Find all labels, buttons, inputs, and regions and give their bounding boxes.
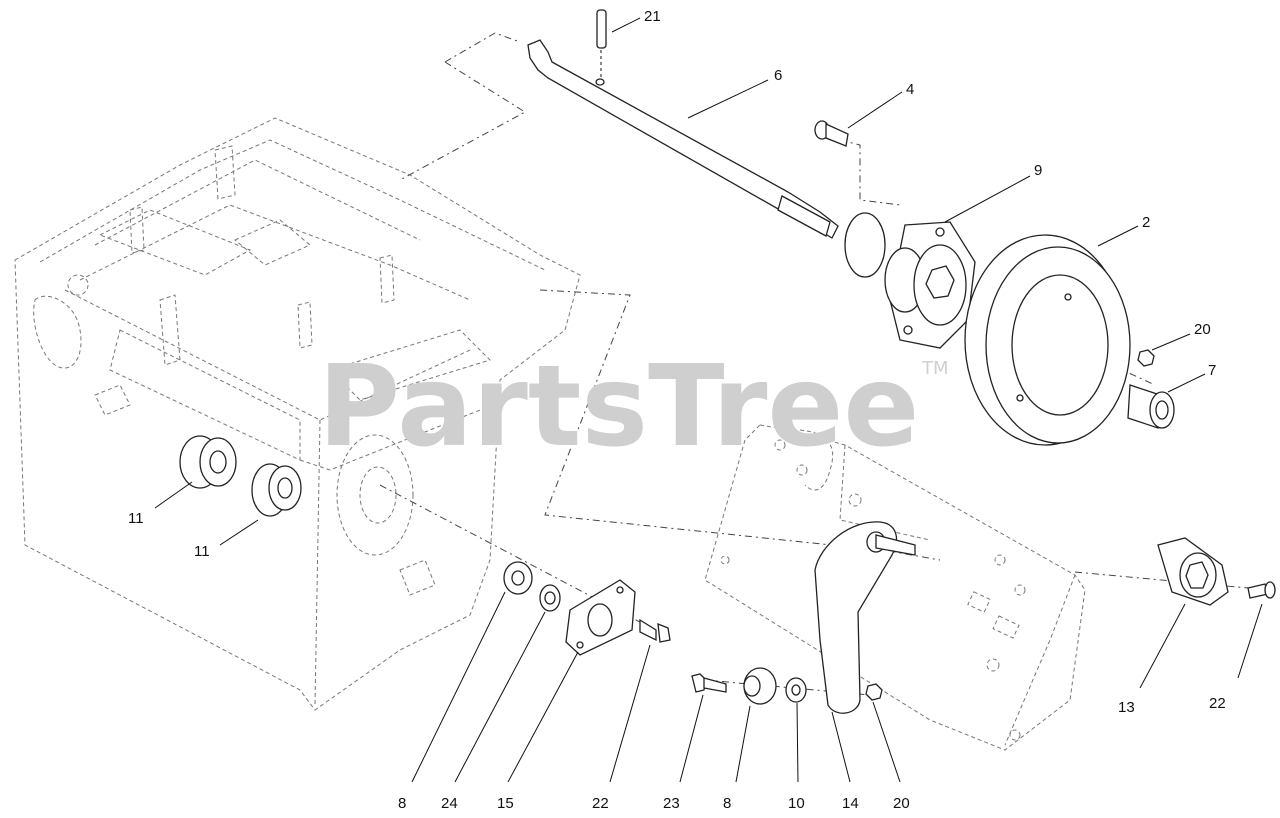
callout-15: 15 xyxy=(497,795,514,812)
hex-nut-lower xyxy=(865,683,883,701)
flange-plate xyxy=(565,579,636,656)
hex-nut-upper xyxy=(1137,349,1155,367)
watermark: PartsTree TM xyxy=(318,342,949,472)
callout-23: 23 xyxy=(663,795,680,812)
callout-20-upper: 20 xyxy=(1194,321,1211,338)
callout-10: 10 xyxy=(788,795,805,812)
bearing-flange xyxy=(844,212,976,349)
washer xyxy=(539,584,561,612)
callout-8-left: 8 xyxy=(398,795,406,812)
bearing-left xyxy=(503,561,533,595)
leader-lines xyxy=(154,17,1263,783)
callout-4: 4 xyxy=(906,81,914,98)
drive-shaft xyxy=(527,39,839,239)
callout-9: 9 xyxy=(1034,162,1042,179)
bracket-plate xyxy=(704,424,1086,751)
flange-bolt-right xyxy=(1247,581,1276,599)
callout-22-right: 22 xyxy=(1209,695,1226,712)
callout-11-right: 11 xyxy=(194,543,210,560)
callout-labels: 21 6 4 9 2 20 7 11 11 13 22 8 24 15 22 2… xyxy=(128,8,1226,812)
callout-13: 13 xyxy=(1118,699,1135,716)
bushing-left xyxy=(179,435,237,489)
callout-22-bottom: 22 xyxy=(592,795,609,812)
idler-arm xyxy=(814,521,916,714)
housing-frame xyxy=(14,117,581,711)
callout-14: 14 xyxy=(842,795,859,812)
flange-bolt xyxy=(639,618,671,643)
callout-11-left: 11 xyxy=(128,510,144,527)
bearing-right xyxy=(743,667,777,705)
callout-2: 2 xyxy=(1142,214,1150,231)
bushing-right xyxy=(251,463,302,517)
drive-gear xyxy=(1127,384,1175,429)
pulley-wheel xyxy=(964,234,1131,446)
watermark-text: PartsTree xyxy=(318,342,919,472)
spacer xyxy=(785,677,807,703)
callout-8-right: 8 xyxy=(723,795,731,812)
arm-bolt xyxy=(691,673,727,693)
flange-bearing-right xyxy=(1157,537,1229,606)
callout-7: 7 xyxy=(1208,362,1216,379)
callout-21: 21 xyxy=(644,8,661,25)
trademark-symbol: TM xyxy=(921,358,949,379)
callout-6: 6 xyxy=(774,67,782,84)
callout-24: 24 xyxy=(441,795,458,812)
shoulder-bolt xyxy=(814,120,849,147)
callout-20-lower: 20 xyxy=(893,795,910,812)
roll-pin xyxy=(596,9,607,78)
